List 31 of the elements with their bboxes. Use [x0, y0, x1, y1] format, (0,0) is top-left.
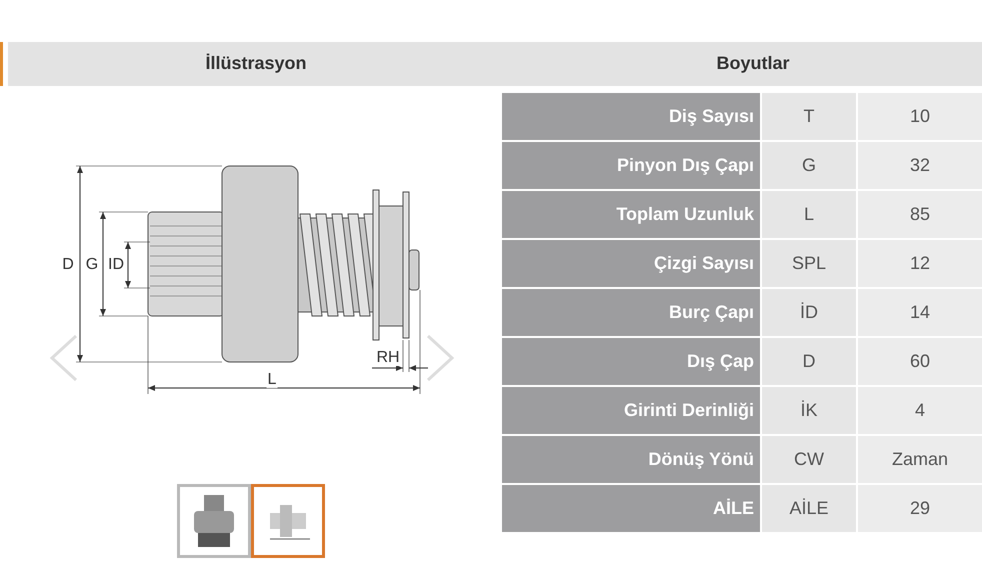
property-value: 60: [858, 338, 982, 385]
section-heading: İllüstrasyon: [205, 53, 307, 74]
property-code: İD: [762, 289, 856, 336]
property-code: İK: [762, 387, 856, 434]
property-name: Toplam Uzunluk: [502, 191, 760, 238]
property-code: G: [762, 142, 856, 189]
property-value: 14: [858, 289, 982, 336]
property-value: 29: [858, 485, 982, 532]
dimension-label: RH: [375, 350, 401, 366]
property-code: L: [762, 191, 856, 238]
dimension-label: L: [266, 372, 278, 388]
property-value: 12: [858, 240, 982, 287]
property-value: 85: [858, 191, 982, 238]
property-name: Çizgi Sayısı: [502, 240, 760, 287]
property-name: Burç Çapı: [502, 289, 760, 336]
property-code: T: [762, 93, 856, 140]
property-name: Dönüş Yönü: [502, 436, 760, 483]
property-code: D: [762, 338, 856, 385]
property-name: AİLE: [502, 485, 760, 532]
property-name: Pinyon Dış Çapı: [502, 142, 760, 189]
property-value: 32: [858, 142, 982, 189]
property-name: Dış Çap: [502, 338, 760, 385]
property-name: Diş Sayısı: [502, 93, 760, 140]
property-value: 10: [858, 93, 982, 140]
property-code: CW: [762, 436, 856, 483]
property-name: Girinti Derinliği: [502, 387, 760, 434]
property-code: SPL: [762, 240, 856, 287]
property-value: Zaman: [858, 436, 982, 483]
property-value: 4: [858, 387, 982, 434]
property-code: AİLE: [762, 485, 856, 532]
section-heading: Boyutlar: [716, 53, 790, 74]
